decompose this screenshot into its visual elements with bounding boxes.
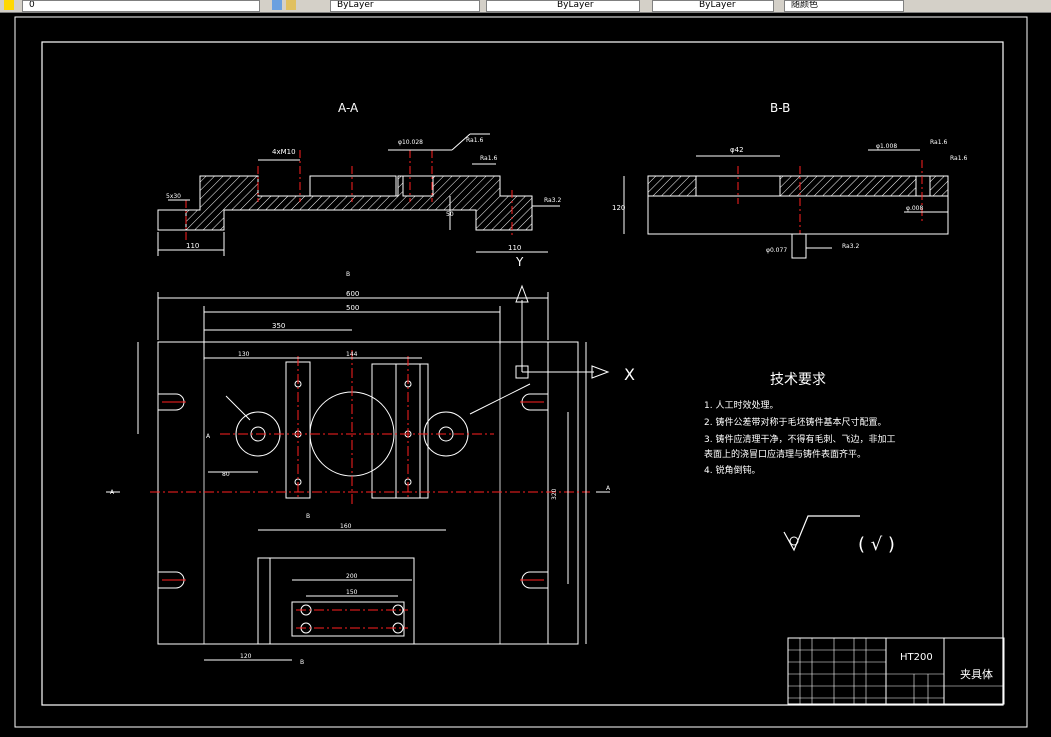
dim-160: 160 [340,523,352,530]
plan-view: 600 500 350 130 144 160 200 150 120 320 … [106,271,611,666]
dim-120: 120 [240,653,252,660]
drawing-canvas[interactable]: A-A B-B 110 110 4xM10 φ10.028 Ra1.6 Ra1.… [0,12,1051,729]
layer-state-icon[interactable] [4,0,14,10]
dim-350: 350 [272,322,285,330]
axis-x-label: X [624,365,635,384]
tech-item-2: 2. 铸件公差带对称于毛坯铸件基本尺寸配置。 [704,416,886,428]
dim-130: 130 [238,351,250,358]
section-aa-title: A-A [338,101,359,115]
lineweight-dropdown-value: ByLayer [699,0,736,10]
tech-title: 技术要求 [770,372,826,388]
svg-text:φ1.008: φ1.008 [876,143,897,150]
svg-text:φ10.028: φ10.028 [398,139,423,146]
dim-150: 150 [346,589,358,596]
roughness-note: ( √ ) [858,534,895,555]
dim-500: 500 [346,304,359,312]
command-line-strip [0,729,1051,737]
svg-text:Ra3.2: Ra3.2 [544,197,561,204]
svg-text:110: 110 [508,244,521,252]
svg-text:φ42: φ42 [730,146,744,154]
layer-dropdown[interactable]: 0 [22,0,260,12]
svg-text:5x30: 5x30 [166,193,181,200]
svg-text:Ra1.6: Ra1.6 [930,139,947,146]
svg-text:A: A [110,489,115,496]
layer-dropdown-value: 0 [29,0,35,10]
section-bb-title: B-B [770,101,790,115]
svg-text:4xM10: 4xM10 [272,148,296,156]
dim-144: 144 [346,351,358,358]
dim-200: 200 [346,573,358,580]
section-aa-view: 110 110 4xM10 φ10.028 Ra1.6 Ra1.6 Ra3.2 … [157,133,561,256]
tech-item-5: 4. 锐角倒钝。 [704,464,760,476]
svg-text:110: 110 [186,242,199,250]
tech-item-4: 表面上的浇冒口应清理与铸件表面齐平。 [704,448,866,460]
lineweight-dropdown[interactable]: ByLayer [652,0,774,12]
plotstyle-dropdown[interactable]: 随颜色 [784,0,904,12]
drawing-frame [41,41,1004,706]
roughness-symbol: ( √ ) [783,515,895,555]
plotstyle-dropdown-value: 随颜色 [791,0,819,10]
title-part-name: 夹具体 [960,667,993,681]
svg-text:Ra3.2: Ra3.2 [842,243,859,250]
dim-overall-width: 600 [346,290,359,298]
paper-border [14,16,1028,728]
svg-text:A: A [606,485,611,492]
title-block: HT200 夹具体 [787,637,1005,705]
color-dropdown[interactable]: ByLayer [330,0,480,12]
tech-item-3: 3. 铸件应清理干净，不得有毛刺、飞边，非加工 [704,433,895,445]
section-bb-view: φ42 120 φ1.008 Ra1.6 Ra1.6 φ.008 φ0.077 … [612,139,967,259]
color-dropdown-value: ByLayer [337,0,374,10]
layer-manager-icon[interactable] [286,0,296,10]
dim-320: 320 [551,488,558,500]
svg-text:Ra1.6: Ra1.6 [950,155,967,162]
svg-text:B: B [346,271,350,278]
svg-text:B: B [306,513,310,520]
dim-80: 80 [222,471,230,478]
svg-text:120: 120 [612,204,625,212]
axis-y-label: Y [515,255,524,269]
properties-toolbar: 0 ByLayer ByLayer ByLayer 随颜色 [0,0,1051,13]
linetype-dropdown-value: ByLayer [557,0,594,10]
svg-text:A: A [206,433,211,440]
svg-text:φ.008: φ.008 [906,205,924,212]
ucs-icon: X Y [515,255,635,384]
layer-previous-icon[interactable] [272,0,282,10]
technical-requirements: 技术要求 1. 人工时效处理。 2. 铸件公差带对称于毛坯铸件基本尺寸配置。 3… [704,372,895,476]
svg-text:B: B [300,659,304,666]
svg-text:50: 50 [446,211,454,218]
tech-item-1: 1. 人工时效处理。 [704,399,778,411]
svg-text:φ0.077: φ0.077 [766,247,787,254]
svg-text:Ra1.6: Ra1.6 [480,155,497,162]
linetype-dropdown[interactable]: ByLayer [486,0,640,12]
title-material: HT200 [900,652,933,663]
svg-text:Ra1.6: Ra1.6 [466,137,483,144]
